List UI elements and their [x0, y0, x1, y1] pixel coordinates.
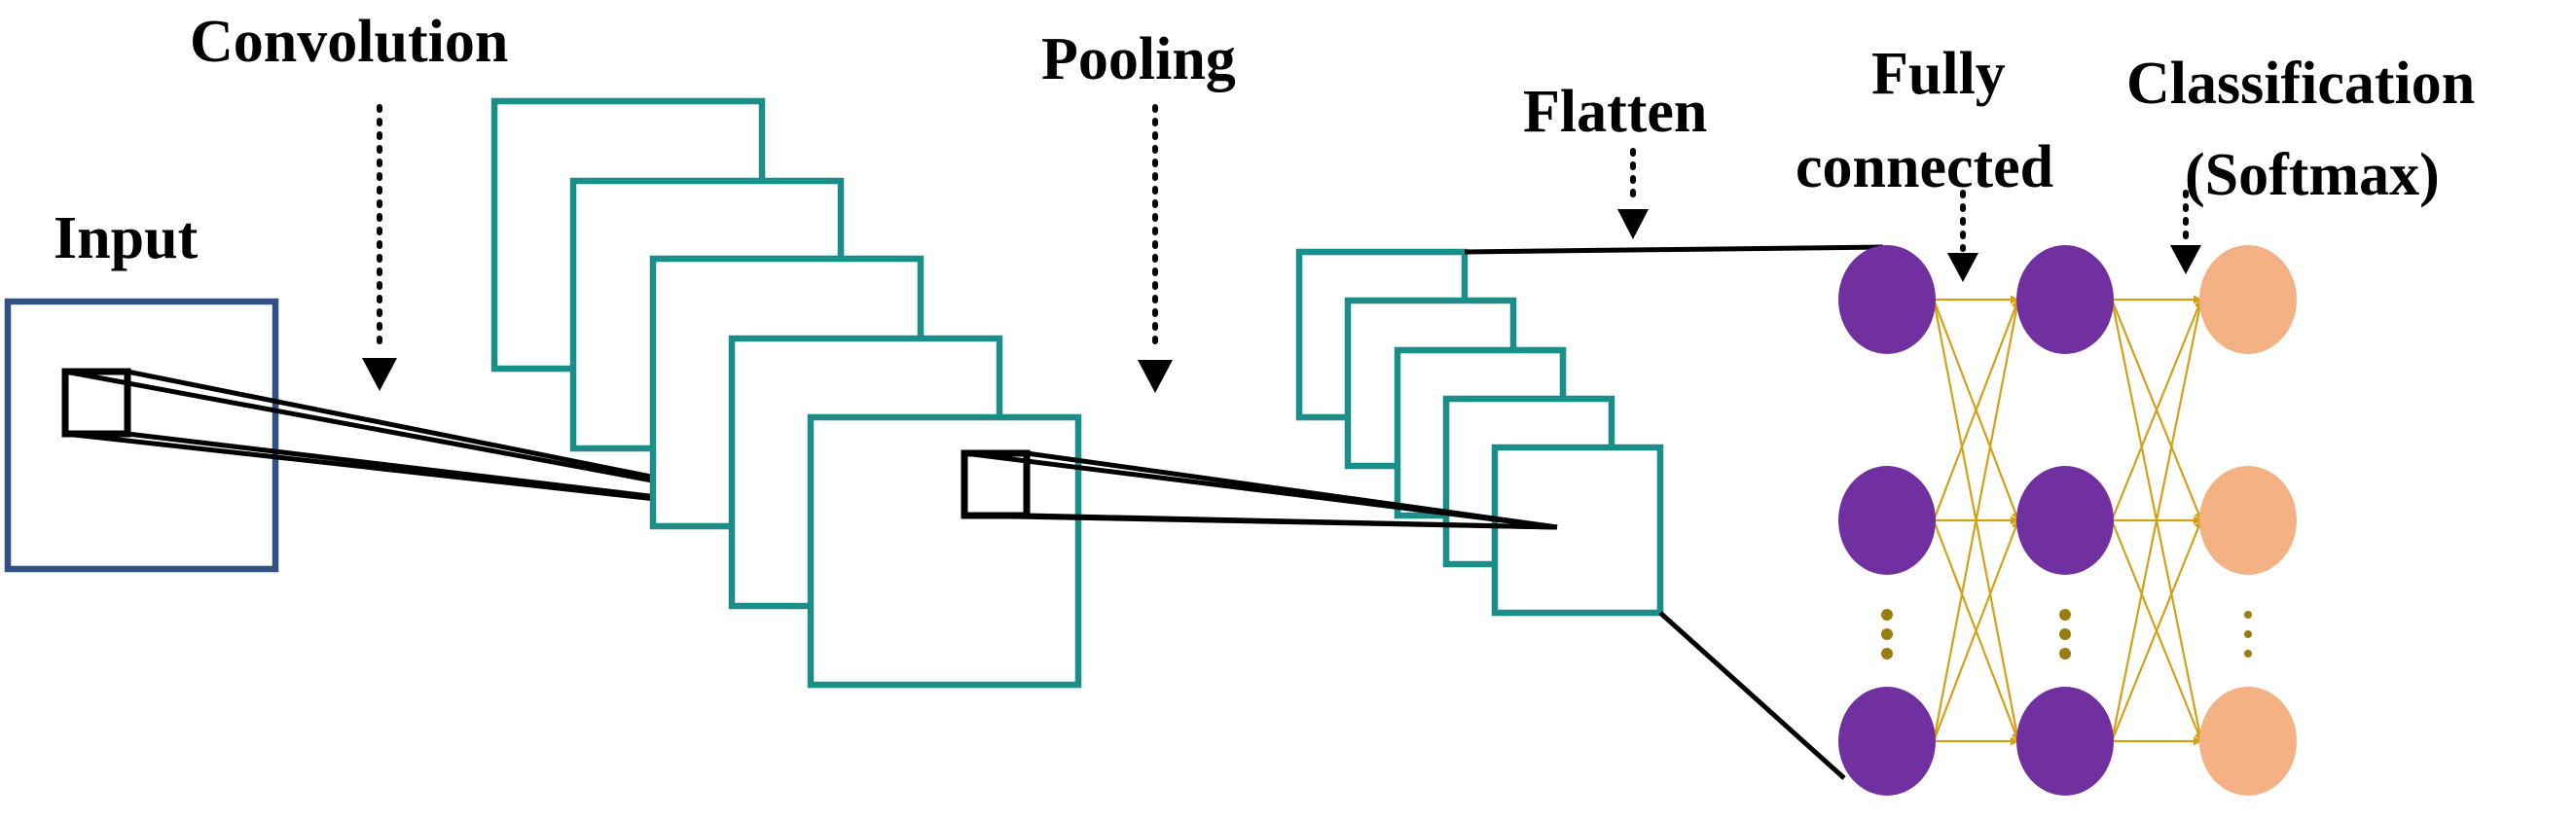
flatten-label: Flatten — [1523, 79, 1707, 145]
pooling-receptive-field-lines — [963, 450, 1558, 530]
fully-connected-label-line2: connected — [1796, 134, 2053, 200]
softmax-output-neuron — [2199, 687, 2297, 796]
flatten-connector-lines — [1464, 244, 1884, 780]
convolution-feature-maps — [490, 97, 1082, 689]
pooling-feature-map — [1491, 444, 1664, 617]
network-neurons — [1838, 245, 2297, 796]
hidden-layer-neuron — [2016, 687, 2114, 796]
convolution-label: Convolution — [190, 9, 508, 75]
input-layer-neuron — [1838, 466, 1936, 575]
convolution-feature-map — [807, 413, 1082, 689]
pooling-pointer-arrow — [1138, 104, 1173, 393]
classification-label-line1: Classification — [2126, 51, 2475, 117]
fully-connected-pointer-arrow — [1947, 190, 1978, 282]
neuron-connection-arrow — [1932, 519, 2020, 742]
classification-label-line2: (Softmax) — [2185, 142, 2440, 208]
ellipsis-dots-icon — [2244, 611, 2252, 658]
neuron-connection-arrow — [1932, 299, 2021, 742]
hidden-layer-neuron — [2016, 466, 2114, 575]
ellipsis-dots-icon — [2059, 609, 2071, 659]
fully-connected-label-line1: Fully — [1871, 41, 2006, 107]
input-layer-neuron — [1838, 687, 1936, 796]
hidden-layer-neuron — [2016, 245, 2114, 354]
neuron-connection-arrow — [2110, 519, 2203, 742]
neuron-connection-arrow — [2110, 299, 2203, 521]
pooling-feature-maps — [1295, 248, 1664, 617]
ellipsis-dots-icon — [1881, 609, 1893, 659]
neuron-ellipsis-dots — [1881, 609, 2252, 659]
input-label: Input — [54, 205, 199, 271]
flatten-pointer-arrow — [1617, 148, 1649, 239]
neuron-connection-arrow — [2110, 299, 2204, 742]
pooling-label: Pooling — [1041, 26, 1236, 92]
input-layer-neuron — [1838, 245, 1936, 354]
convolution-pointer-arrow — [362, 104, 397, 391]
classification-pointer-arrow — [2170, 190, 2201, 274]
neuron-connection-arrow — [1932, 299, 2020, 521]
fully-connected-connections — [1932, 295, 2204, 746]
softmax-output-neuron — [2199, 466, 2297, 575]
softmax-output-neuron — [2199, 245, 2297, 354]
input-kernel-window — [61, 368, 131, 438]
